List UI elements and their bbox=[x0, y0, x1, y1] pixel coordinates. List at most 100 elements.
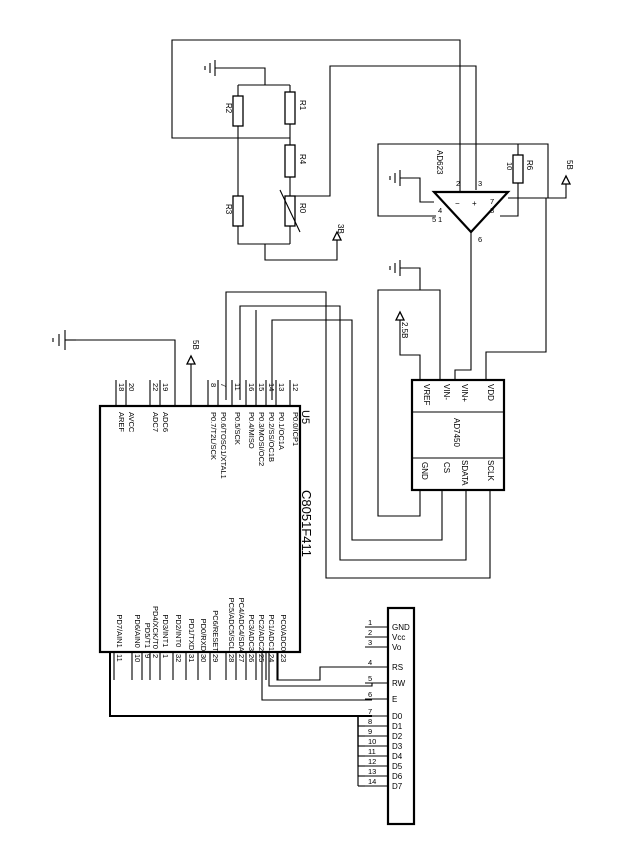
adc-pin-vin-plus: VIN+ bbox=[460, 384, 469, 402]
mcu-part-label: C8051F411 bbox=[299, 490, 314, 557]
lcd-pin-number: 8 bbox=[368, 717, 372, 726]
lcd-pin-name: D5 bbox=[392, 762, 403, 771]
lcd-pin-number: 10 bbox=[368, 737, 376, 746]
mcu-pin-number: 20 bbox=[127, 383, 136, 391]
mcu-pin-name: PC5/ADC5/SCL bbox=[227, 598, 236, 651]
mcu-pin-number: 23 bbox=[279, 654, 288, 662]
mcu-pin-number: 7 bbox=[219, 383, 228, 387]
amp-pin-3: 3 bbox=[478, 179, 482, 188]
lcd-pin-name: RS bbox=[392, 663, 403, 672]
mcu-pin-name: PD0/RXD bbox=[199, 619, 208, 652]
amp-pin-4: 4 bbox=[438, 206, 442, 215]
r6-label: R6 bbox=[525, 160, 534, 171]
adc-pin-vdd: VDD bbox=[486, 384, 495, 401]
lcd-pin-name: D2 bbox=[392, 732, 403, 741]
lcd-pin-number: 3 bbox=[368, 638, 372, 647]
lcd-pin-number: 1 bbox=[368, 618, 372, 627]
vref-arrow-icon bbox=[394, 310, 406, 321]
mcu-pin-name: PD4/XCK/T0 bbox=[151, 606, 160, 649]
mcu-pin-name: ADC7 bbox=[151, 412, 160, 432]
c8051f411-mcu: C8051F411 U5 18AREF20AVCC22ADC719ADC68P0… bbox=[98, 380, 314, 680]
lcd-pin-name: D1 bbox=[392, 722, 403, 731]
mcu-pin-name: P0.2/SS/OC1B bbox=[267, 412, 276, 462]
lcd-pin-name: E bbox=[392, 695, 397, 704]
mcu-pin-name: P0.5/SCK bbox=[233, 412, 242, 445]
mcu-pin-number: 11 bbox=[233, 383, 242, 391]
lcd-pin-name: D0 bbox=[392, 712, 403, 721]
adc-pin-vin-minus: VIN- bbox=[442, 384, 451, 400]
ground-icon bbox=[52, 330, 66, 350]
amp-minus-sign: − bbox=[455, 199, 460, 208]
mcu-pin-number: 11 bbox=[115, 654, 124, 662]
mcu-pin-name: P0.4/MISO bbox=[247, 412, 256, 449]
lcd-pin-name: GND bbox=[392, 623, 410, 632]
mcu-pin-name: P0.0/ICP1 bbox=[291, 412, 300, 446]
lcd-pin-name: D4 bbox=[392, 752, 403, 761]
lcd-pin-name: D6 bbox=[392, 772, 403, 781]
r1-label: R1 bbox=[298, 100, 307, 111]
amp-pin-6: 6 bbox=[478, 235, 482, 244]
adc-pin-cs: CS bbox=[442, 462, 451, 473]
mcu-top-pins: 18AREF20AVCC22ADC719ADC68P0.7/T2L/SCK7P0… bbox=[115, 380, 300, 479]
mcu-pin-number: 13 bbox=[277, 383, 286, 391]
mcu-pin-number: 26 bbox=[247, 654, 256, 662]
ground-icon bbox=[204, 60, 216, 76]
power-arrow-icon bbox=[560, 174, 572, 185]
mcu-pin-name: P0.3/MOSI/OC2 bbox=[257, 412, 266, 466]
mcu-pin-name: PD5/T1 bbox=[143, 623, 152, 648]
mcu-pin-name: PC3/ADC3 bbox=[247, 614, 256, 651]
lcd-pin-number: 12 bbox=[368, 757, 376, 766]
amp-pin-5: 5 bbox=[432, 215, 436, 224]
lcd-pin-name: RW bbox=[392, 679, 406, 688]
amp-supply-label: 5B bbox=[565, 160, 574, 170]
mcu-pin-number: 19 bbox=[161, 383, 170, 391]
mcu-pin-name: PC6/RESET bbox=[211, 610, 220, 652]
lcd-pin-number: 5 bbox=[368, 674, 372, 683]
lcd-pin-name: D7 bbox=[392, 782, 403, 791]
mcu-pin-name: PD6/AIN0 bbox=[133, 614, 142, 647]
adc-pin-sdata: SDATA bbox=[460, 460, 469, 486]
r2-label: R2 bbox=[224, 103, 233, 114]
mcu-pin-name: PC4/ADC4/SDA bbox=[237, 598, 246, 652]
mcu-pin-number: 28 bbox=[227, 654, 236, 662]
mcu-pin-number: 27 bbox=[237, 654, 246, 662]
mcu-supply-label: 5B bbox=[191, 340, 200, 350]
mcu-pin-name: PD3/INT1 bbox=[161, 614, 170, 647]
ad7450-adc: AD7450 VREF VIN- VIN+ VDD GND CS SDATA S… bbox=[410, 378, 506, 492]
ground-icon bbox=[389, 170, 401, 186]
mcu-pin-name: P0.1/OC1A bbox=[277, 412, 286, 450]
mcu-pin-name: PC0/ADC0 bbox=[279, 614, 288, 651]
adc-part-label: AD7450 bbox=[452, 418, 461, 447]
adc-pin-vref: VREF bbox=[422, 384, 431, 405]
mcu-pin-number: 12 bbox=[291, 383, 300, 391]
mcu-pin-number: 24 bbox=[267, 654, 276, 662]
mcu-pin-name: ADC6 bbox=[161, 412, 170, 432]
resistor-r6 bbox=[512, 154, 524, 184]
lcd-pin-number: 9 bbox=[368, 727, 372, 736]
variable-arrow-icon bbox=[279, 189, 301, 233]
lcd-connector: 1GND2Vcc3Vo4RS5RW6E7D08D19D210D311D412D5… bbox=[357, 606, 416, 826]
mcu-ref-label: U5 bbox=[299, 410, 311, 424]
r3-label: R3 bbox=[224, 204, 233, 215]
mcu-pin-name: PD2/INT0 bbox=[174, 614, 183, 647]
amp-pin-1: 1 bbox=[438, 215, 442, 224]
lcd-pin-name: D3 bbox=[392, 742, 403, 751]
mcu-bottom-pins: 11PD7/AIN110PD6/AIN09PD5/T12PD4/XCK/T01P… bbox=[113, 598, 288, 680]
mcu-pin-name: PD1/TXD bbox=[187, 619, 196, 651]
vref-label: 2.5B bbox=[400, 322, 409, 338]
lcd-pin-number: 13 bbox=[368, 767, 376, 776]
r0-label: R0 bbox=[298, 203, 307, 214]
resistor-r2 bbox=[232, 95, 244, 127]
mcu-pin-name: AVCC bbox=[127, 412, 136, 433]
wheatstone-bridge: R2 R1 R4 R3 R0 3B bbox=[204, 60, 345, 261]
lcd-pin-number: 7 bbox=[368, 707, 372, 716]
mcu-pin-number: 22 bbox=[151, 383, 160, 391]
lcd-pin-number: 2 bbox=[368, 628, 372, 637]
mcu-pin-name: PD7/AIN1 bbox=[115, 614, 124, 647]
adc-pin-gnd: GND bbox=[420, 462, 429, 480]
mcu-pin-number: 15 bbox=[257, 383, 266, 391]
ground-icon bbox=[389, 260, 401, 276]
mcu-pin-number: 2 bbox=[151, 654, 160, 658]
adc-pin-sclk: SCLK bbox=[486, 460, 495, 482]
